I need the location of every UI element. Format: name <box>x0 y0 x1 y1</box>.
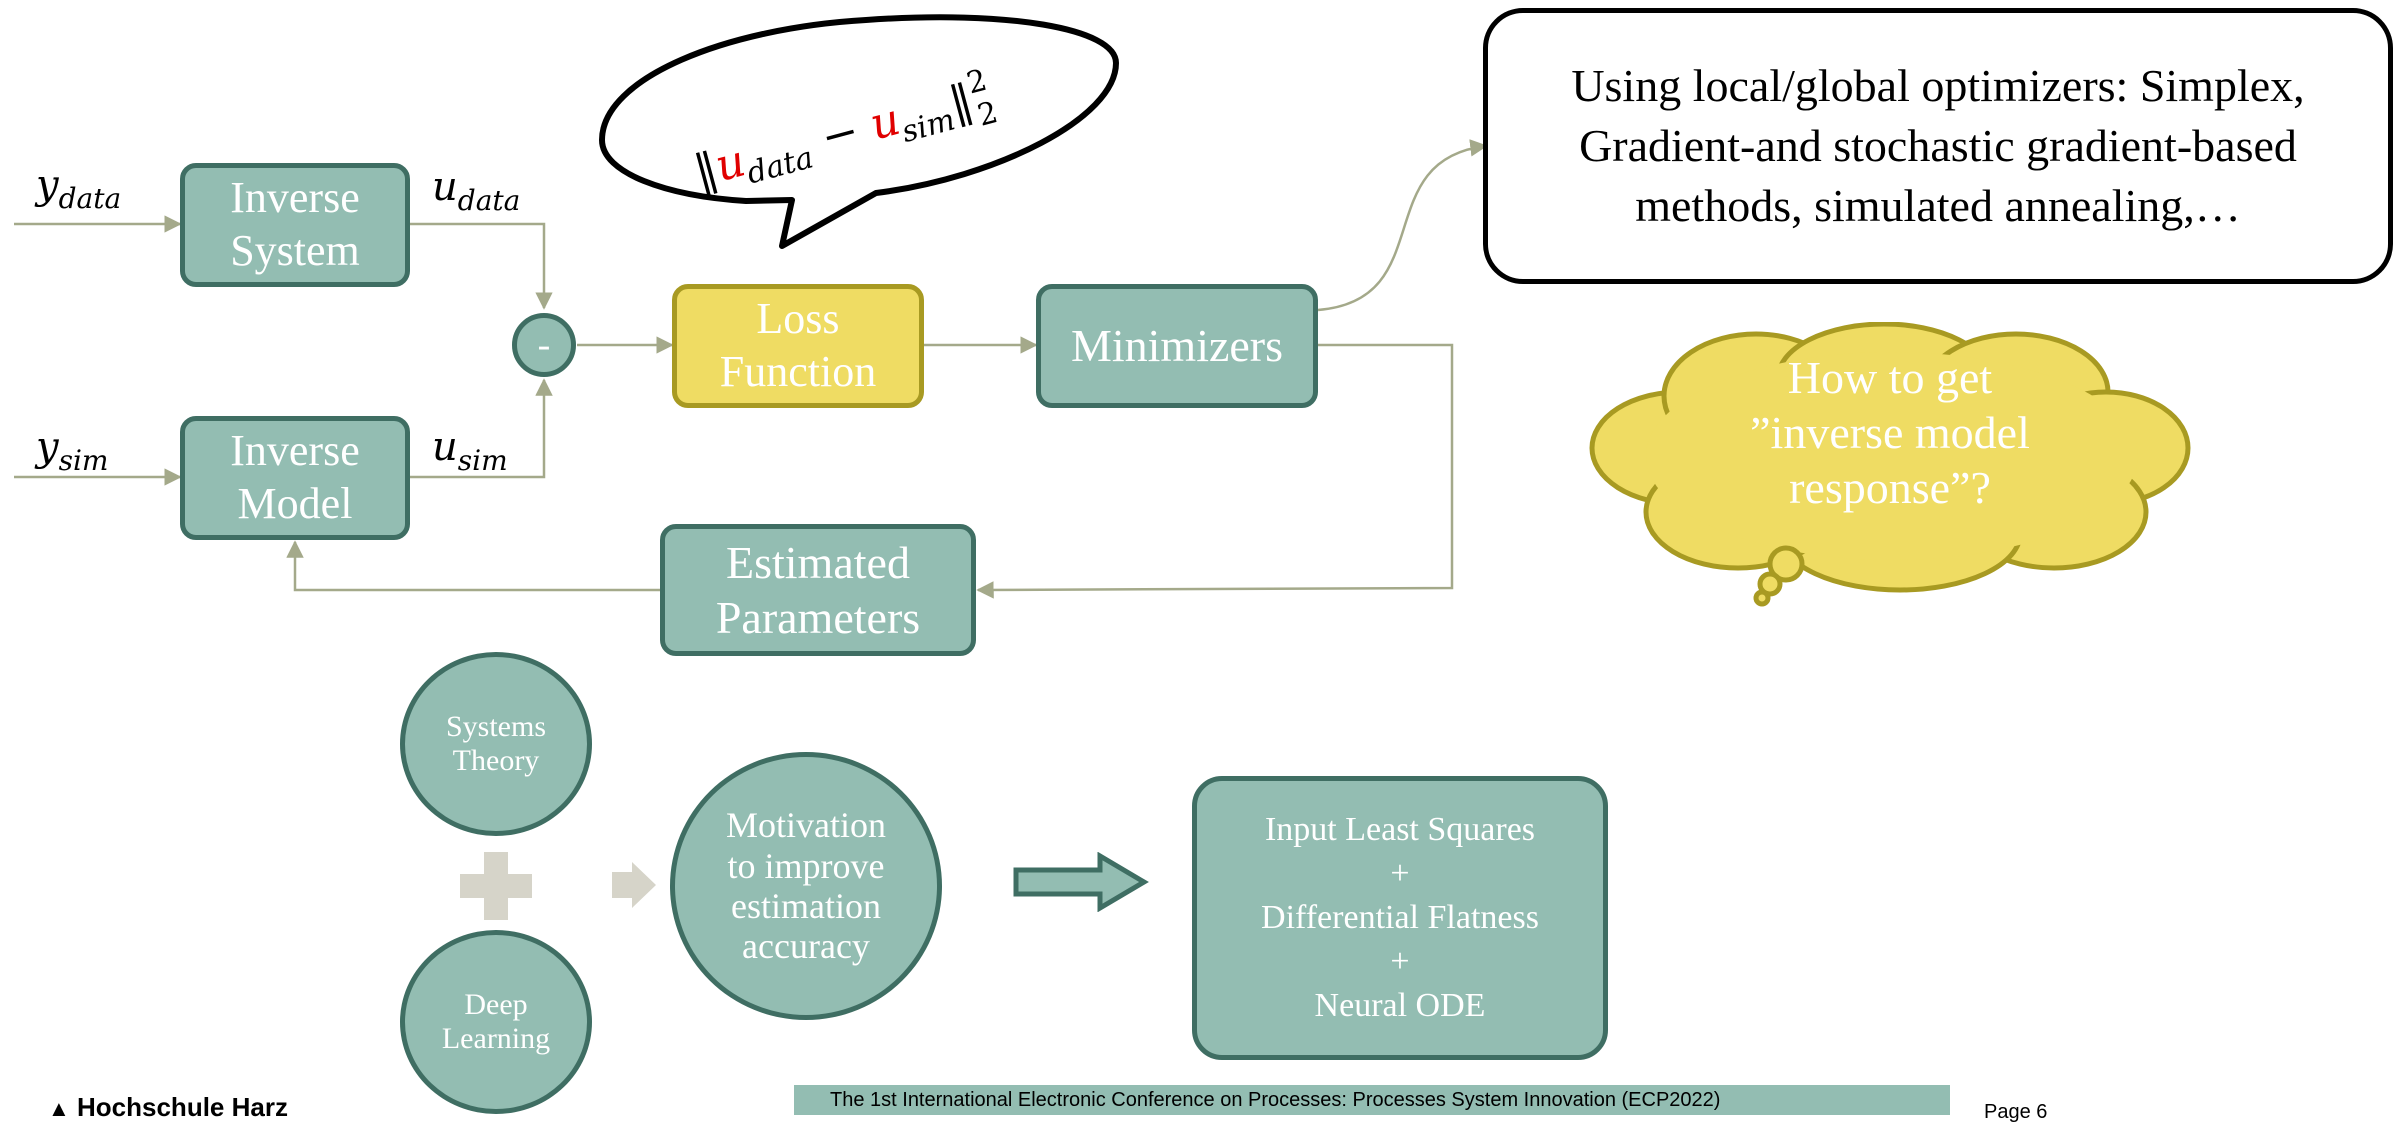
label-y-data: ydata <box>36 162 122 215</box>
inverse-model-block: Inverse Model <box>180 416 410 540</box>
plus-icon <box>460 852 532 920</box>
arrow-estimated-to-inverse-model <box>286 540 660 592</box>
inverse-system-block: Inverse System <box>180 163 410 287</box>
label-y-sim: ysim <box>36 424 109 477</box>
arrow-minimizers-to-estimated <box>976 343 1454 599</box>
logo: ▲ Hochschule Harz <box>48 1092 288 1122</box>
motivation-circle: Motivation to improve estimation accurac… <box>670 752 942 1020</box>
triangle-logo-icon: ▲ <box>48 1096 70 1121</box>
thought-cloud <box>1589 322 2191 607</box>
page-number: Page 6 <box>1984 1101 2048 1123</box>
footer-conference-band: The 1st International Electronic Confere… <box>794 1085 1950 1115</box>
minimizers-block: Minimizers <box>1036 284 1318 408</box>
arrow-usim-to-subtract <box>410 378 553 479</box>
svg-text:‖udata − usim‖22: ‖udata − usim‖22 <box>687 62 1002 208</box>
arrow-minimizers-to-note <box>1317 139 1488 312</box>
result-box: Input Least Squares + Differential Flatn… <box>1192 776 1608 1060</box>
systems-theory-circle: Systems Theory <box>400 652 592 836</box>
deep-learning-circle: Deep Learning <box>400 930 592 1114</box>
arrow-udata-to-subtract <box>410 222 553 310</box>
arrow-right-icon <box>1013 852 1149 912</box>
label-u-sim: usim <box>432 424 508 477</box>
chevron-right-icon <box>612 862 656 908</box>
thought-cloud-text: How to get ”inverse model response”? <box>1750 352 2030 514</box>
estimated-parameters-block: Estimated Parameters <box>660 524 976 656</box>
label-u-data: udata <box>432 164 521 217</box>
subtract-node: - <box>512 313 576 377</box>
speech-bubble: ‖udata − usim‖22 <box>599 14 1119 249</box>
loss-function-block: Loss Function <box>672 284 924 408</box>
optimizer-note: Using local/global optimizers: Simplex, … <box>1483 8 2393 284</box>
